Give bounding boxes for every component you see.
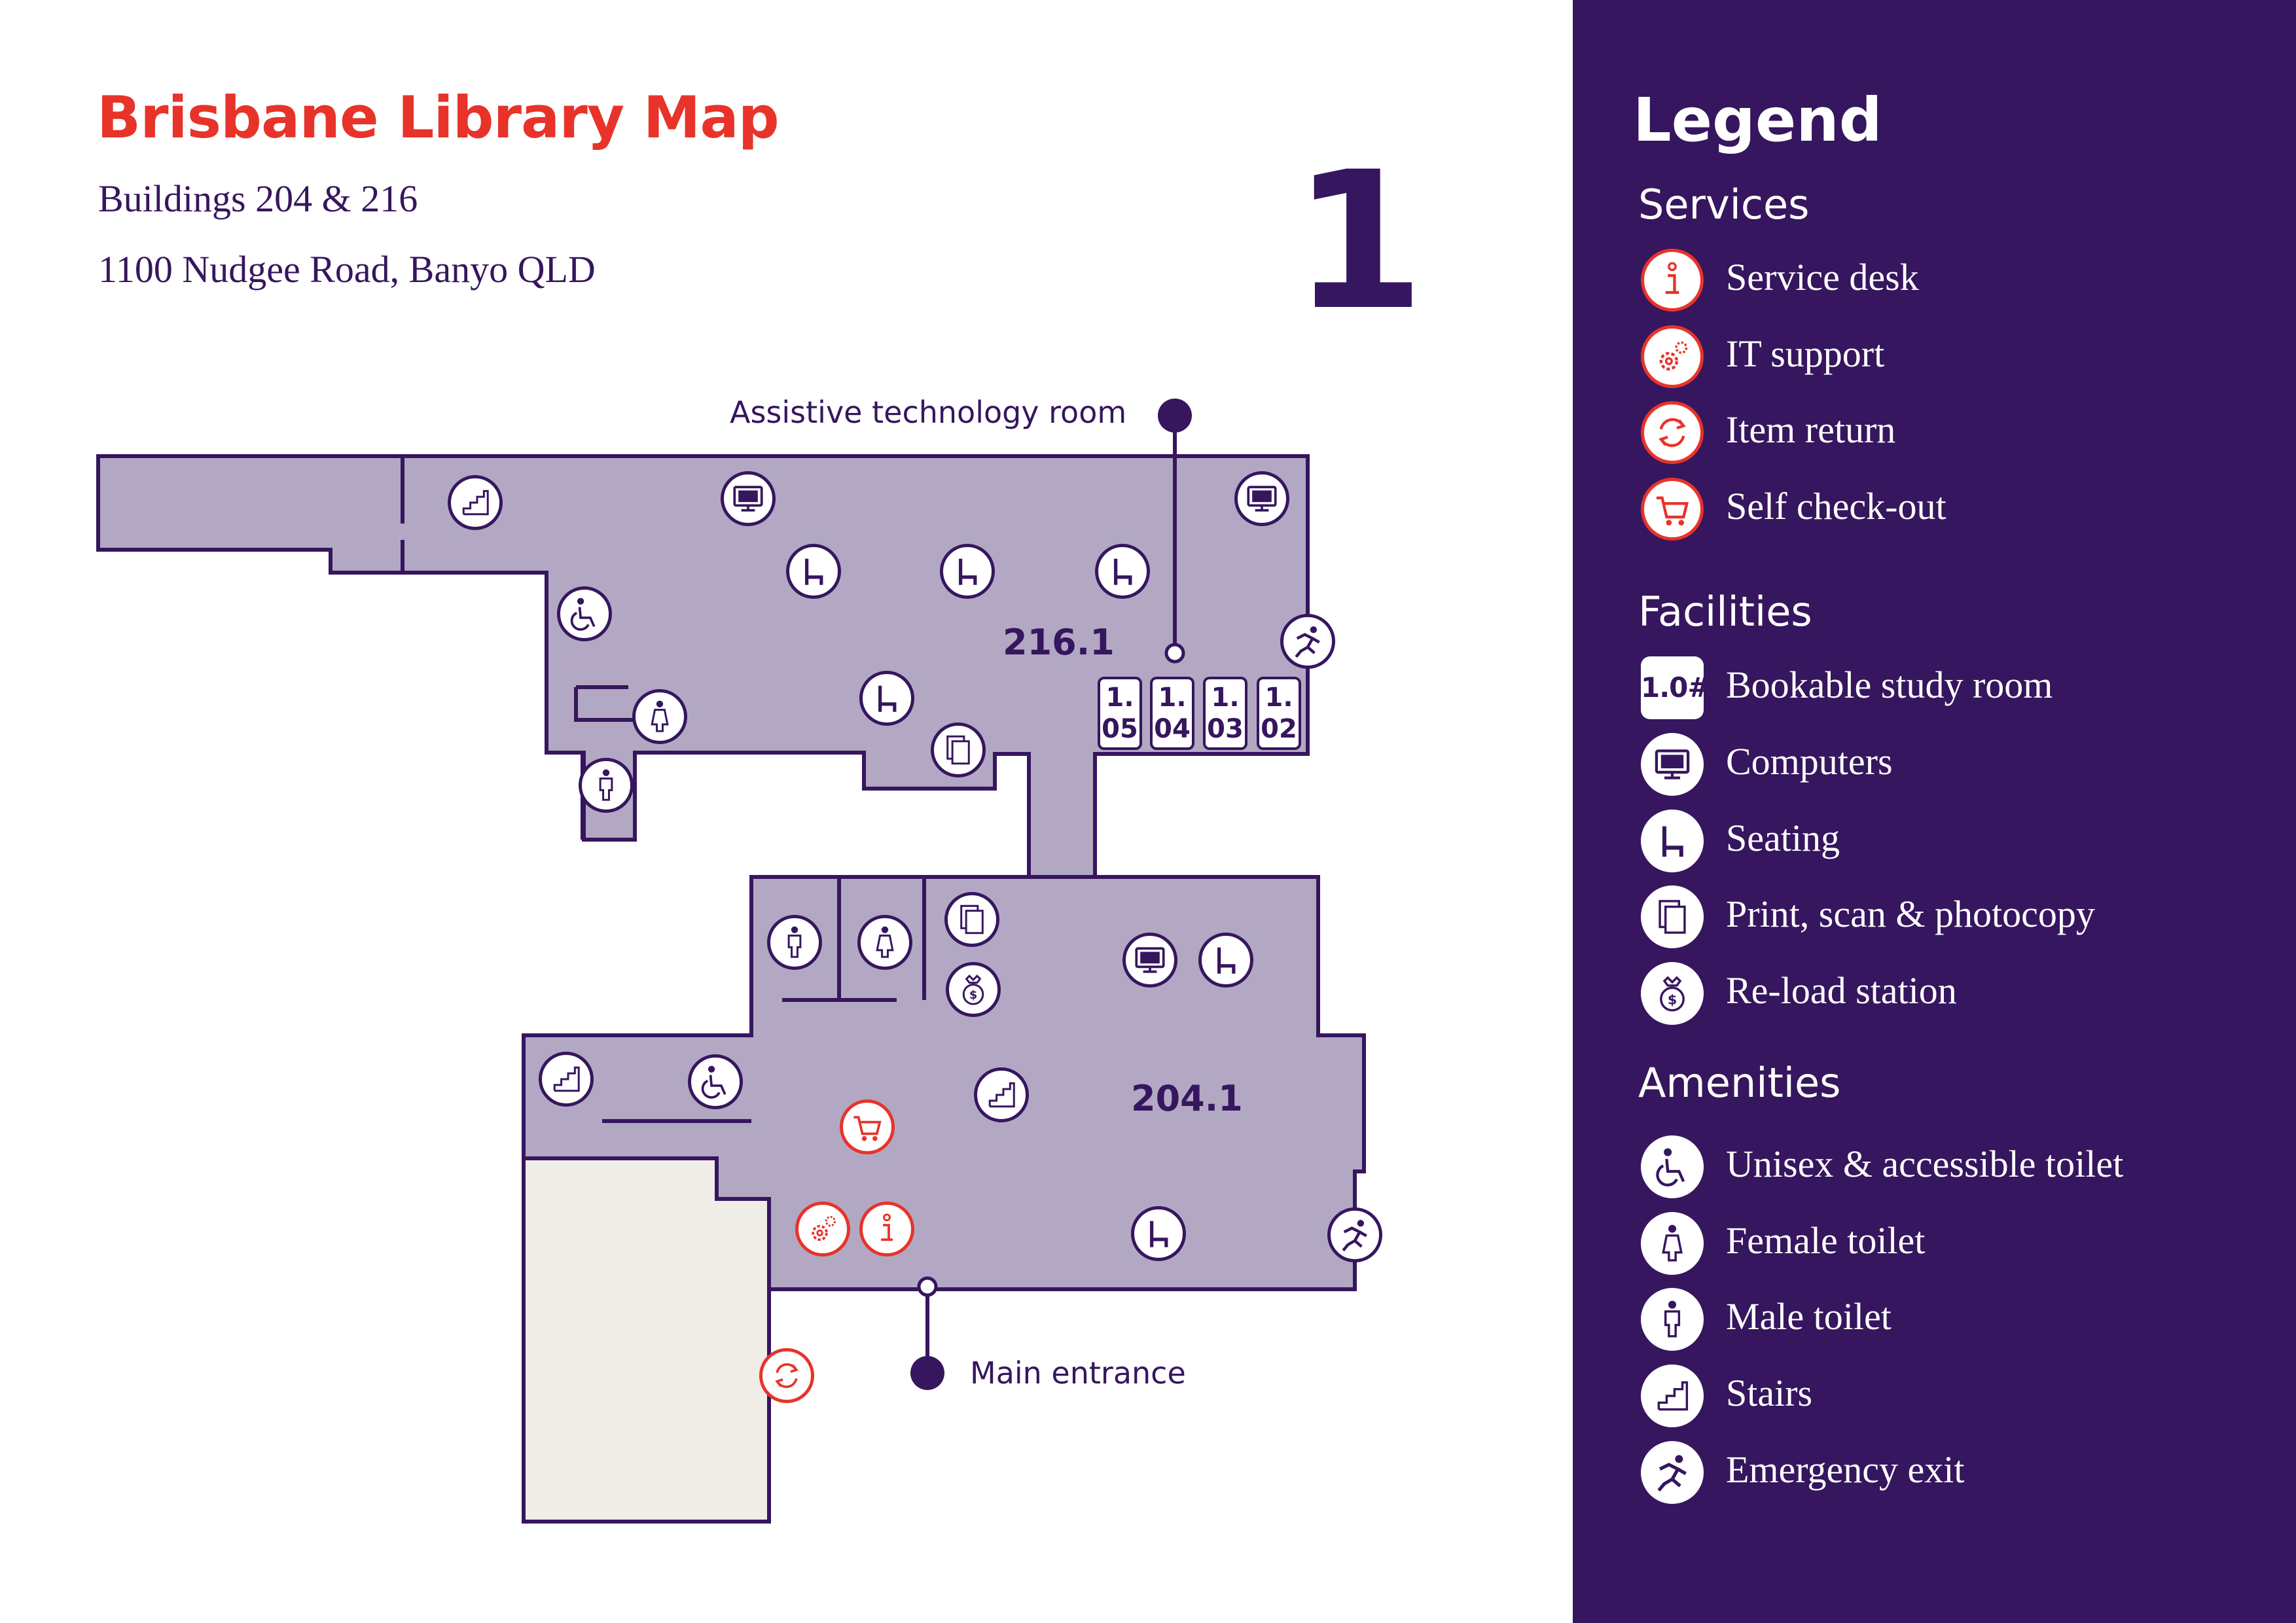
legend-label: Stairs [1726, 1372, 1813, 1414]
seating-icon[interactable] [940, 544, 995, 599]
seating-icon[interactable] [859, 671, 914, 726]
seating-icon[interactable] [1131, 1206, 1186, 1261]
female-toilet-icon[interactable] [632, 689, 687, 744]
reload-station-icon: $ [1641, 962, 1704, 1025]
legend-label: Computers [1726, 740, 1893, 783]
emergency-exit-icon [1641, 1441, 1704, 1504]
legend-label: Service desk [1726, 256, 1919, 298]
study-room-line: 02 [1261, 714, 1297, 744]
female-toilet-icon[interactable] [857, 915, 912, 970]
map-title: Brisbane Library Map [97, 84, 780, 151]
emergency-exit-icon[interactable] [1327, 1207, 1382, 1262]
legend-label: Female toilet [1726, 1219, 1926, 1262]
study-room-line: 05 [1102, 714, 1138, 744]
study-room-line: 1. [1158, 683, 1187, 713]
legend-label: Unisex & accessible toilet [1726, 1143, 2124, 1185]
seating-icon [1641, 810, 1704, 872]
legend-panel: Legend Services Service desk IT support … [1573, 0, 2296, 1623]
legend-label: Re-load station [1726, 969, 1957, 1012]
print-icon[interactable] [931, 722, 986, 777]
legend-label: Male toilet [1726, 1295, 1892, 1338]
item-return-icon[interactable] [759, 1348, 814, 1403]
legend-label: Bookable study room [1726, 664, 2053, 706]
room-216-label: 216.1 [1003, 622, 1115, 663]
computer-icon[interactable] [1234, 471, 1289, 526]
study-room-line: 03 [1207, 714, 1244, 744]
study-room-1-03[interactable]: 1. 03 [1203, 677, 1247, 750]
study-room-1-05[interactable]: 1. 05 [1098, 677, 1142, 750]
interior-walls [401, 456, 926, 1123]
legend-label: Seating [1726, 817, 1840, 859]
buildings-subtitle: Buildings 204 & 216 [98, 177, 418, 220]
assistive-technology-room-label: Assistive technology room [730, 395, 1127, 430]
service-desk-icon[interactable] [859, 1202, 914, 1257]
services-heading: Services [1638, 181, 1810, 228]
seating-icon[interactable] [1198, 933, 1253, 988]
svg-text:$: $ [1668, 991, 1677, 1007]
room-204-label: 204.1 [1131, 1078, 1243, 1119]
study-room-line: 1. [1265, 683, 1293, 713]
self-checkout-icon[interactable] [840, 1099, 895, 1154]
legend-title: Legend [1633, 85, 1882, 155]
facilities-heading: Facilities [1638, 588, 1812, 635]
accessible-toilet-icon[interactable] [688, 1054, 743, 1109]
print-icon[interactable] [944, 892, 999, 947]
it-support-icon[interactable] [795, 1202, 850, 1257]
study-room-line: 1. [1105, 683, 1134, 713]
male-toilet-icon [1641, 1288, 1704, 1351]
stairs-icon[interactable] [539, 1052, 594, 1107]
building-216-floor [96, 454, 1310, 879]
item-return-icon [1641, 401, 1704, 464]
accessible-toilet-icon[interactable] [557, 586, 612, 641]
self-checkout-icon [1641, 478, 1704, 541]
assistive-room-door [1164, 643, 1185, 664]
reload-station-icon[interactable]: $ [946, 962, 1001, 1017]
address-subtitle: 1100 Nudgee Road, Banyo QLD [98, 248, 596, 291]
svg-text:$: $ [969, 989, 977, 1002]
emergency-exit-icon[interactable] [1280, 614, 1335, 669]
service-desk-icon [1641, 249, 1704, 312]
seating-icon[interactable] [786, 544, 841, 599]
main-entrance-pin [910, 1356, 944, 1390]
bookable-study-room-icon: 1.0# [1641, 656, 1711, 719]
study-room-line: 1. [1211, 683, 1240, 713]
seating-icon[interactable] [1095, 544, 1150, 599]
male-toilet-icon[interactable] [767, 915, 822, 970]
computer-icon[interactable] [1122, 933, 1177, 988]
legend-label: Print, scan & photocopy [1726, 893, 2095, 935]
outdoor-area [522, 1156, 771, 1524]
floor-number: 1 [1293, 132, 1425, 352]
legend-label: Self check-out [1726, 485, 1946, 527]
it-support-icon [1641, 325, 1704, 388]
amenities-heading: Amenities [1638, 1059, 1841, 1107]
assistive-room-pin [1158, 399, 1192, 433]
study-room-1-02[interactable]: 1. 02 [1257, 677, 1301, 750]
print-icon [1641, 885, 1704, 948]
female-toilet-icon [1641, 1212, 1704, 1275]
stairs-icon [1641, 1364, 1704, 1427]
study-room-1-04[interactable]: 1. 04 [1150, 677, 1194, 750]
study-room-line: 04 [1154, 714, 1191, 744]
main-entrance-label: Main entrance [970, 1355, 1186, 1391]
computer-icon [1641, 733, 1704, 796]
male-toilet-icon[interactable] [579, 758, 634, 813]
stairs-icon[interactable] [974, 1067, 1029, 1122]
computer-icon[interactable] [721, 471, 776, 526]
main-entrance-door [917, 1276, 938, 1297]
accessible-toilet-icon [1641, 1135, 1704, 1198]
stairs-icon[interactable] [448, 475, 503, 530]
legend-label: Emergency exit [1726, 1448, 1965, 1491]
legend-label: IT support [1726, 332, 1885, 375]
legend-label: Item return [1726, 408, 1896, 451]
